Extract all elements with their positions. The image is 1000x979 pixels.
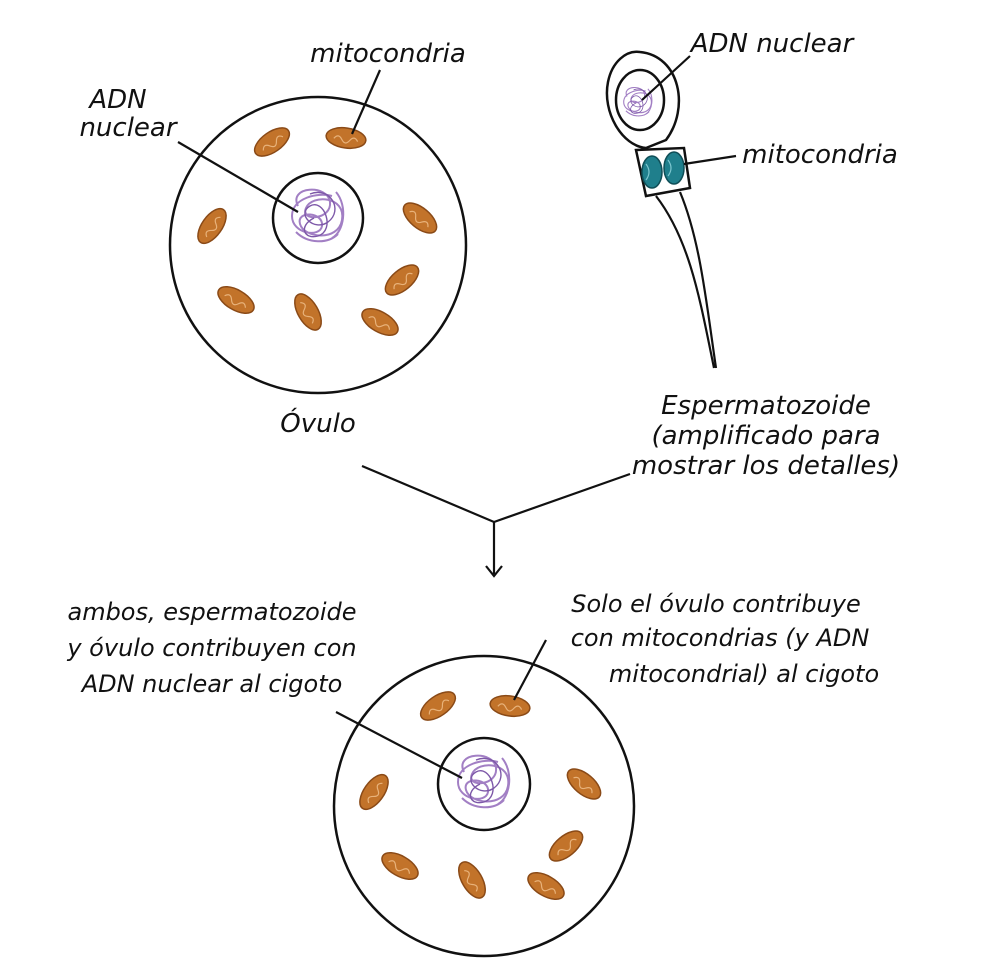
zygote-mito-pointer [513,639,547,701]
sperm-mito-label: mitocondria [742,140,898,170]
zygote-right-line3: mitocondrial) al cigoto [609,660,879,688]
zygote-cell [332,654,636,958]
egg-caption: Óvulo [280,407,355,439]
sperm-dna-label: ADN nuclear [689,29,856,59]
sperm-caption-line1: Espermatozoide [661,391,871,421]
egg-cell [168,95,468,395]
zygote-right-line1: Solo el óvulo contribuye [571,590,861,618]
sperm-mito-pointer [683,154,737,166]
sperm-tail [655,191,718,369]
sperm-caption-line3: mostrar los detalles) [632,451,900,481]
sperm-nucleus [614,68,666,132]
zygote-right-line2: con mitocondrias (y ADN [571,624,870,652]
zygote-left-line3: ADN nuclear al cigoto [80,670,343,698]
fertilization-arrow [361,464,631,578]
egg-dna-pointer [177,141,299,213]
sperm-cell [605,50,718,369]
sperm-mitochondria-group [641,151,685,189]
zygote-left-line1: ambos, espermatozoide [67,598,356,626]
zygote-dna-pointer [335,711,463,779]
sperm-caption-line2: (amplificado para [651,421,880,451]
egg-mito-pointer [350,69,382,135]
sperm-dna-pointer [641,55,691,101]
egg-dna-label-line2: nuclear [79,113,178,143]
egg-mito-label: mitocondria [310,39,466,69]
egg-dna-label-line1: ADN [87,85,146,115]
zygote-left-line2: y óvulo contribuyen con [66,634,356,662]
